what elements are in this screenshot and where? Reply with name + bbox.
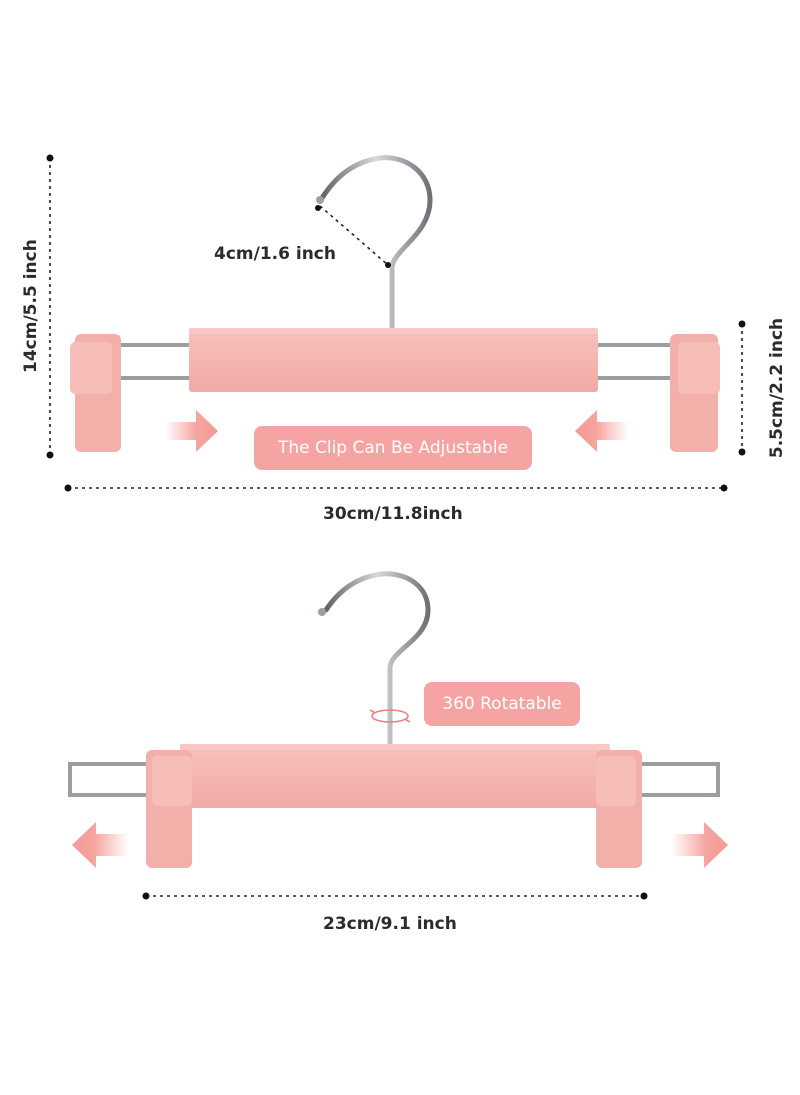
bottom-hook <box>323 571 431 748</box>
bottom-bar <box>180 744 610 808</box>
top-rods <box>115 343 680 380</box>
bottom-arrow-right <box>672 822 728 868</box>
adjustable-clip-badge: The Clip Can Be Adjustable <box>254 426 532 470</box>
top-arrow-right <box>165 410 218 452</box>
rotate-icon <box>369 709 411 723</box>
hook-dimension-line <box>319 205 389 266</box>
top-left-clip <box>70 334 121 452</box>
hook-size-label: 4cm/1.6 inch <box>214 244 336 264</box>
bottom-hook-tip <box>318 608 326 616</box>
bottom-hanger <box>68 571 728 868</box>
top-dimension-dots <box>46 154 746 492</box>
rotatable-badge: 360 Rotatable <box>424 682 580 726</box>
top-dimensions <box>49 158 743 489</box>
top-right-clip <box>670 334 720 452</box>
bottom-left-clip <box>146 750 192 868</box>
bottom-dimensions <box>142 892 648 900</box>
bottom-width-label: 23cm/9.1 inch <box>323 914 457 934</box>
top-width-label: 30cm/11.8inch <box>323 504 463 524</box>
bottom-right-clip <box>596 750 642 868</box>
bottom-wires <box>68 762 720 797</box>
bottom-arrow-left <box>72 822 128 868</box>
height-label: 14cm/5.5 inch <box>21 239 41 373</box>
clip-height-label: 5.5cm/2.2 inch <box>767 317 787 459</box>
top-hanger <box>70 155 720 452</box>
top-hook-tip <box>316 196 324 204</box>
top-bar <box>189 328 598 392</box>
top-arrow-left <box>575 410 628 452</box>
top-hook <box>319 155 433 333</box>
